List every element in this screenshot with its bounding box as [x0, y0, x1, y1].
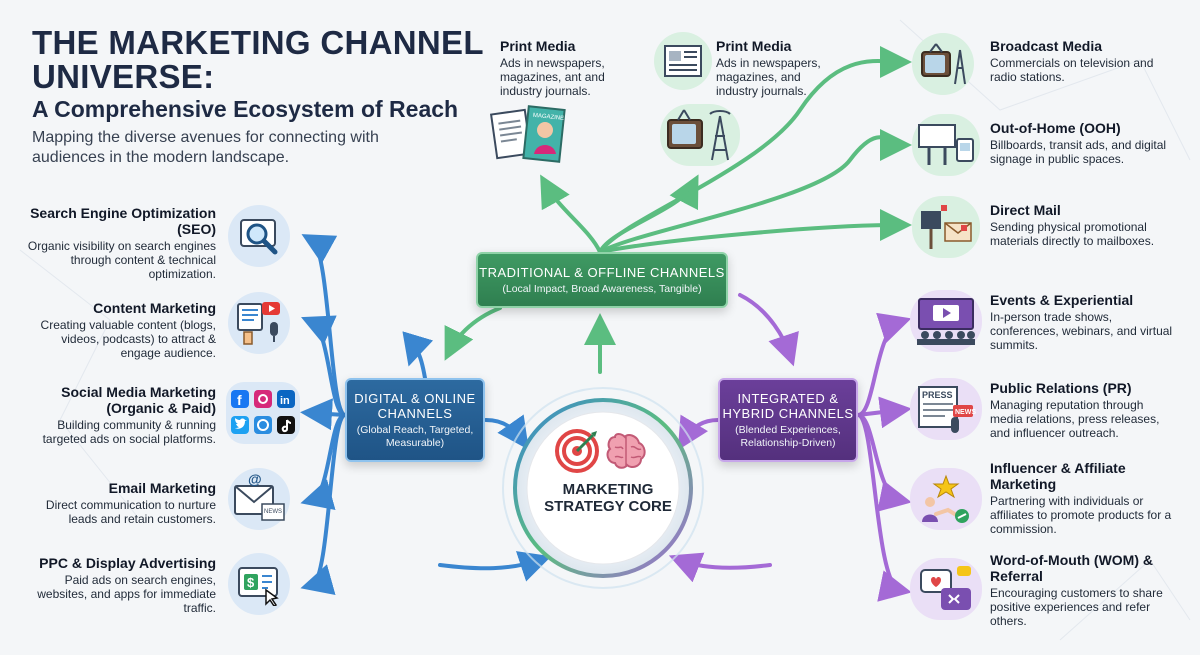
channel-influencer: Influencer & Affiliate Marketing Partner…: [990, 460, 1175, 536]
channel-seo: Search Engine Optimization (SEO) Organic…: [26, 205, 216, 281]
channel-pr-title: Public Relations (PR): [990, 380, 1132, 396]
channel-email-title: Email Marketing: [108, 480, 216, 496]
channel-wom: Word-of-Mouth (WOM) & Referral Encouragi…: [990, 552, 1175, 628]
dollar-screen-icon: $: [228, 553, 290, 615]
channel-broadcast: Broadcast Media Commercials on televisio…: [990, 38, 1175, 84]
tv-tower-small-icon: [660, 104, 740, 166]
press-label: PRESS: [922, 390, 953, 400]
channel-broadcast-desc: Commercials on television and radio stat…: [990, 56, 1154, 84]
channel-email-desc: Direct communication to nurture leads an…: [45, 498, 216, 526]
channel-ppc-title: PPC & Display Advertising: [39, 555, 216, 571]
hub-traditional-title: TRADITIONAL & OFFLINE CHANNELS: [479, 264, 725, 280]
page-subtitle: A Comprehensive Ecosystem of Reach: [32, 96, 459, 122]
channel-ooh: Out-of-Home (OOH) Billboards, transit ad…: [990, 120, 1175, 166]
hub-digital-subtitle: (Global Reach, Targeted, Measurable): [356, 423, 474, 449]
hub-digital: DIGITAL & ONLINE CHANNELS (Global Reach,…: [345, 378, 485, 462]
channel-ppc: PPC & Display Advertising Paid ads on se…: [26, 555, 216, 615]
channel-direct-mail: Direct Mail Sending physical promotional…: [990, 202, 1175, 248]
channel-broadcast-title: Broadcast Media: [990, 38, 1103, 54]
hub-integrated-subtitle: (Blended Experiences, Relationship-Drive…: [735, 423, 841, 449]
newspaper-icon: [654, 32, 712, 90]
core-label: MARKETING STRATEGY CORE: [544, 481, 672, 515]
page-tagline: Mapping the diverse avenues for connecti…: [32, 129, 379, 166]
page-title: THE MARKETING CHANNEL UNIVERSE:: [32, 24, 484, 95]
news-small-label: NEWS: [264, 509, 282, 515]
channel-print-media-1-title: Print Media: [500, 38, 576, 54]
channel-print-media-2-title: Print Media: [716, 38, 792, 54]
channel-email: Email Marketing Direct communication to …: [26, 480, 216, 526]
channel-direct-mail-desc: Sending physical promotional materials d…: [990, 220, 1155, 248]
hub-traditional-subtitle: (Local Impact, Broad Awareness, Tangible…: [502, 282, 702, 295]
channel-print-media-2-desc: Ads in newspapers, magazines, and indust…: [716, 56, 821, 98]
channel-wom-title: Word-of-Mouth (WOM) & Referral: [990, 552, 1154, 584]
press-icon: PRESS NEWS: [910, 378, 982, 440]
channel-social-desc: Building community & running targeted ad…: [42, 418, 216, 446]
svg-text:$: $: [247, 575, 255, 590]
billboard-icon: [912, 114, 980, 176]
envelope-icon: @ NEWS: [228, 468, 290, 530]
hub-integrated-title: INTEGRATED & HYBRID CHANNELS: [722, 390, 854, 421]
channel-print-media-1-desc: Ads in newspapers, magazines, ant and in…: [500, 56, 605, 98]
channel-content-title: Content Marketing: [93, 300, 216, 316]
stage-icon: [910, 290, 982, 352]
svg-text:f: f: [237, 392, 242, 408]
channel-social-title: Social Media Marketing (Organic & Paid): [61, 384, 216, 416]
svg-text:in: in: [280, 395, 290, 407]
channel-seo-title: Search Engine Optimization (SEO): [30, 205, 216, 237]
channel-events-desc: In-person trade shows, conferences, webi…: [990, 310, 1173, 352]
channel-ooh-title: Out-of-Home (OOH): [990, 120, 1121, 136]
channel-content-desc: Creating valuable content (blogs, videos…: [40, 318, 216, 360]
channel-social: Social Media Marketing (Organic & Paid) …: [26, 384, 216, 446]
content-icon: [228, 292, 290, 354]
channel-influencer-desc: Partnering with individuals or affiliate…: [990, 494, 1172, 536]
news-label: NEWS: [955, 409, 976, 416]
channel-events-title: Events & Experiential: [990, 292, 1134, 308]
svg-text:@: @: [248, 474, 262, 487]
channel-print-media-2: Print Media Ads in newspapers, magazines…: [716, 38, 846, 98]
channel-pr: Public Relations (PR) Managing reputatio…: [990, 380, 1175, 440]
hub-digital-title: DIGITAL & ONLINE CHANNELS: [354, 390, 476, 421]
chat-bubbles-icon: [910, 558, 982, 620]
target-brain-icon: [555, 429, 646, 473]
channel-wom-desc: Encouraging customers to share positive …: [990, 586, 1163, 628]
magazine-icon: MAGAZINE: [490, 105, 566, 163]
channel-ppc-desc: Paid ads on search engines, websites, an…: [37, 573, 216, 615]
channel-seo-desc: Organic visibility on search engines thr…: [27, 239, 216, 281]
hub-integrated: INTEGRATED & HYBRID CHANNELS (Blended Ex…: [718, 378, 858, 462]
channel-influencer-title: Influencer & Affiliate Marketing: [990, 460, 1126, 492]
channel-content: Content Marketing Creating valuable cont…: [26, 300, 216, 360]
tv-tower-icon: [912, 33, 974, 95]
handshake-icon: [910, 468, 982, 530]
channel-pr-desc: Managing reputation through media relati…: [990, 398, 1160, 440]
channel-ooh-desc: Billboards, transit ads, and digital sig…: [990, 138, 1167, 166]
hub-traditional: TRADITIONAL & OFFLINE CHANNELS (Local Im…: [476, 252, 728, 308]
magazine-cover-label: MAGAZINE: [533, 113, 565, 122]
mailbox-icon: [912, 196, 980, 258]
magnifier-icon: [228, 205, 290, 267]
channel-print-media-1: Print Media Ads in newspapers, magazines…: [500, 38, 630, 98]
social-icons: f in: [226, 382, 300, 444]
channel-events: Events & Experiential In-person trade sh…: [990, 292, 1175, 352]
channel-direct-mail-title: Direct Mail: [990, 202, 1061, 218]
